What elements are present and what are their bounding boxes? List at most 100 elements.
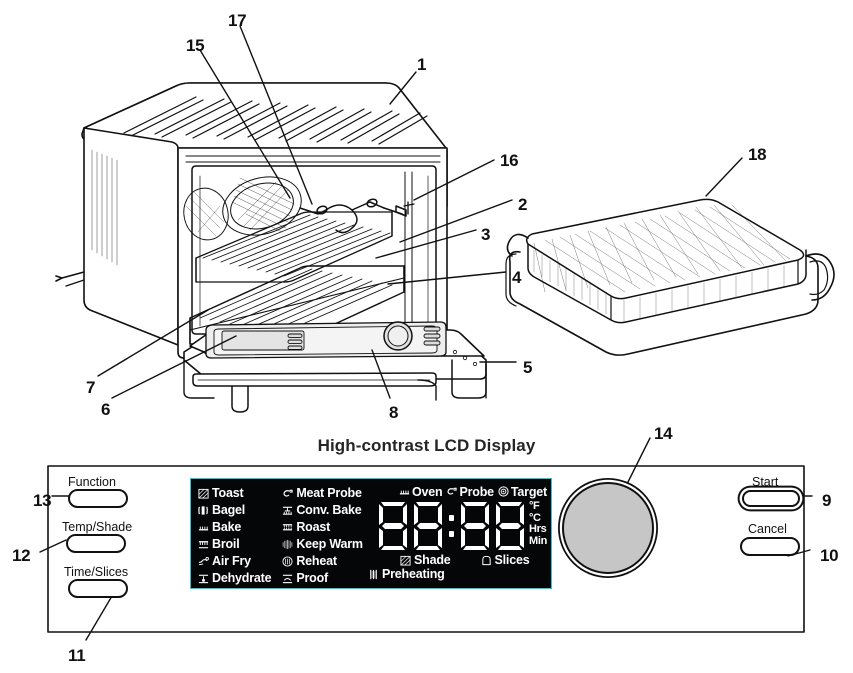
slices-icon [481, 555, 491, 565]
callout-10: 10 [820, 546, 839, 565]
lcd-top-indicators: Oven Probe Target [362, 484, 547, 499]
cancel-button-label: Cancel [748, 522, 787, 536]
lcd-indicator-slices: Slices [481, 553, 530, 567]
air-fry-icon [198, 556, 209, 565]
meat-probe-icon [283, 489, 293, 497]
lcd-display: Toast Bagel Bake [190, 478, 552, 589]
lcd-unit-minutes: Min [528, 534, 547, 547]
lcd-shade-slices-row: Shade Slices [362, 553, 547, 567]
lcd-label-oven: Oven [412, 484, 443, 499]
callout-5: 5 [523, 358, 533, 377]
callout-4: 4 [512, 268, 522, 287]
lcd-item-dehydrate: Dehydrate [198, 570, 272, 586]
lcd-indicator-oven: Oven [399, 484, 443, 499]
seven-segment-digits [378, 502, 524, 550]
lcd-preheating-row: Preheating [362, 567, 547, 581]
lcd-label-preheating: Preheating [382, 567, 445, 581]
lcd-unit-fahrenheit: °F [528, 500, 540, 512]
control-dial[interactable] [562, 482, 654, 574]
lcd-label-dehydrate: Dehydrate [212, 570, 272, 585]
lcd-functions-column-2: Meat Probe Conv. Bake [282, 485, 363, 586]
conv-bake-icon [283, 506, 293, 515]
panel-title: High-contrast LCD Display [317, 436, 536, 455]
lcd-item-meat-probe: Meat Probe [282, 485, 363, 501]
dehydrate-icon [198, 574, 209, 583]
lcd-unit-hours: Hrs [528, 523, 547, 536]
lcd-indicator-preheating: Preheating [368, 567, 445, 581]
reheat-icon [282, 555, 293, 567]
lcd-readout: Oven Probe Target [362, 484, 547, 581]
bagel-icon [198, 505, 208, 515]
lcd-item-air-fry: Air Fry [198, 553, 271, 569]
lcd-unit-celsius: °C [528, 511, 541, 524]
lcd-digits-area: °F °C Hrs Min [362, 500, 547, 552]
lcd-label-air-fry: Air Fry [212, 553, 251, 568]
lcd-label-toast: Toast [212, 485, 244, 500]
callout-15: 15 [186, 36, 205, 55]
lcd-item-toast: Toast [198, 485, 271, 501]
lcd-label-reheat: Reheat [296, 553, 337, 568]
callout-18: 18 [748, 145, 767, 164]
start-button[interactable] [742, 490, 800, 507]
lcd-indicator-probe: Probe [446, 484, 494, 499]
lcd-label-proof: Proof [296, 570, 328, 585]
broil-icon [198, 540, 209, 548]
preheating-icon [370, 569, 377, 579]
lcd-item-broil: Broil [198, 536, 271, 552]
shade-icon [400, 555, 411, 566]
cancel-button[interactable] [740, 537, 800, 556]
bake-icon [198, 526, 209, 530]
lcd-item-roast: Roast [282, 519, 363, 535]
temp-shade-button-label: Temp/Shade [62, 520, 133, 534]
callout-17: 17 [228, 11, 247, 30]
toast-icon [198, 488, 209, 499]
temp-shade-button[interactable] [66, 534, 126, 553]
lcd-functions-column-1: Toast Bagel Bake [198, 485, 272, 586]
lcd-item-bagel: Bagel [198, 502, 271, 518]
lcd-label-roast: Roast [296, 519, 331, 534]
function-button[interactable] [68, 489, 128, 508]
lcd-label-keep-warm: Keep Warm [296, 536, 363, 551]
callout-2: 2 [518, 195, 528, 214]
lcd-label-conv-bake: Conv. Bake [296, 502, 362, 517]
proof-icon [283, 574, 293, 583]
lcd-label-bake: Bake [212, 519, 242, 534]
start-button-label: Start [752, 475, 779, 489]
time-slices-button-label: Time/Slices [64, 565, 129, 579]
callout-13: 13 [33, 491, 52, 510]
callout-8: 8 [389, 403, 399, 422]
callout-11: 11 [68, 646, 86, 665]
lcd-label-slices: Slices [494, 553, 530, 567]
lcd-label-broil: Broil [212, 536, 240, 551]
keep-warm-icon [283, 539, 293, 549]
lcd-label-meat-probe: Meat Probe [296, 485, 362, 500]
time-slices-button[interactable] [68, 579, 128, 598]
lcd-label-target: Target [510, 484, 547, 499]
lcd-item-bake: Bake [198, 519, 271, 535]
lcd-label-probe: Probe [459, 484, 494, 499]
lcd-function-list: Toast Bagel Bake [198, 485, 363, 586]
lcd-label-bagel: Bagel [212, 502, 246, 517]
lcd-item-reheat: Reheat [282, 553, 363, 569]
callout-1: 1 [417, 55, 427, 74]
function-button-label: Function [68, 475, 116, 489]
oven-icon [399, 490, 410, 495]
callout-12: 12 [12, 546, 31, 565]
callout-7: 7 [86, 378, 96, 397]
lcd-bottom-indicators: Shade Slices Preh [362, 553, 547, 581]
target-icon [498, 486, 509, 497]
callout-9: 9 [822, 491, 832, 510]
lcd-units: °F °C Hrs Min [528, 500, 547, 547]
callout-6: 6 [101, 400, 111, 419]
callout-16: 16 [500, 151, 519, 170]
lcd-label-shade: Shade [414, 553, 451, 567]
callout-3: 3 [481, 225, 491, 244]
lcd-item-keep-warm: Keep Warm [282, 536, 363, 552]
callout-14: 14 [654, 424, 673, 443]
lcd-indicator-target: Target [498, 485, 547, 499]
lcd-item-conv-bake: Conv. Bake [282, 502, 363, 518]
probe-icon [447, 487, 458, 495]
lcd-indicator-shade: Shade [400, 553, 451, 567]
